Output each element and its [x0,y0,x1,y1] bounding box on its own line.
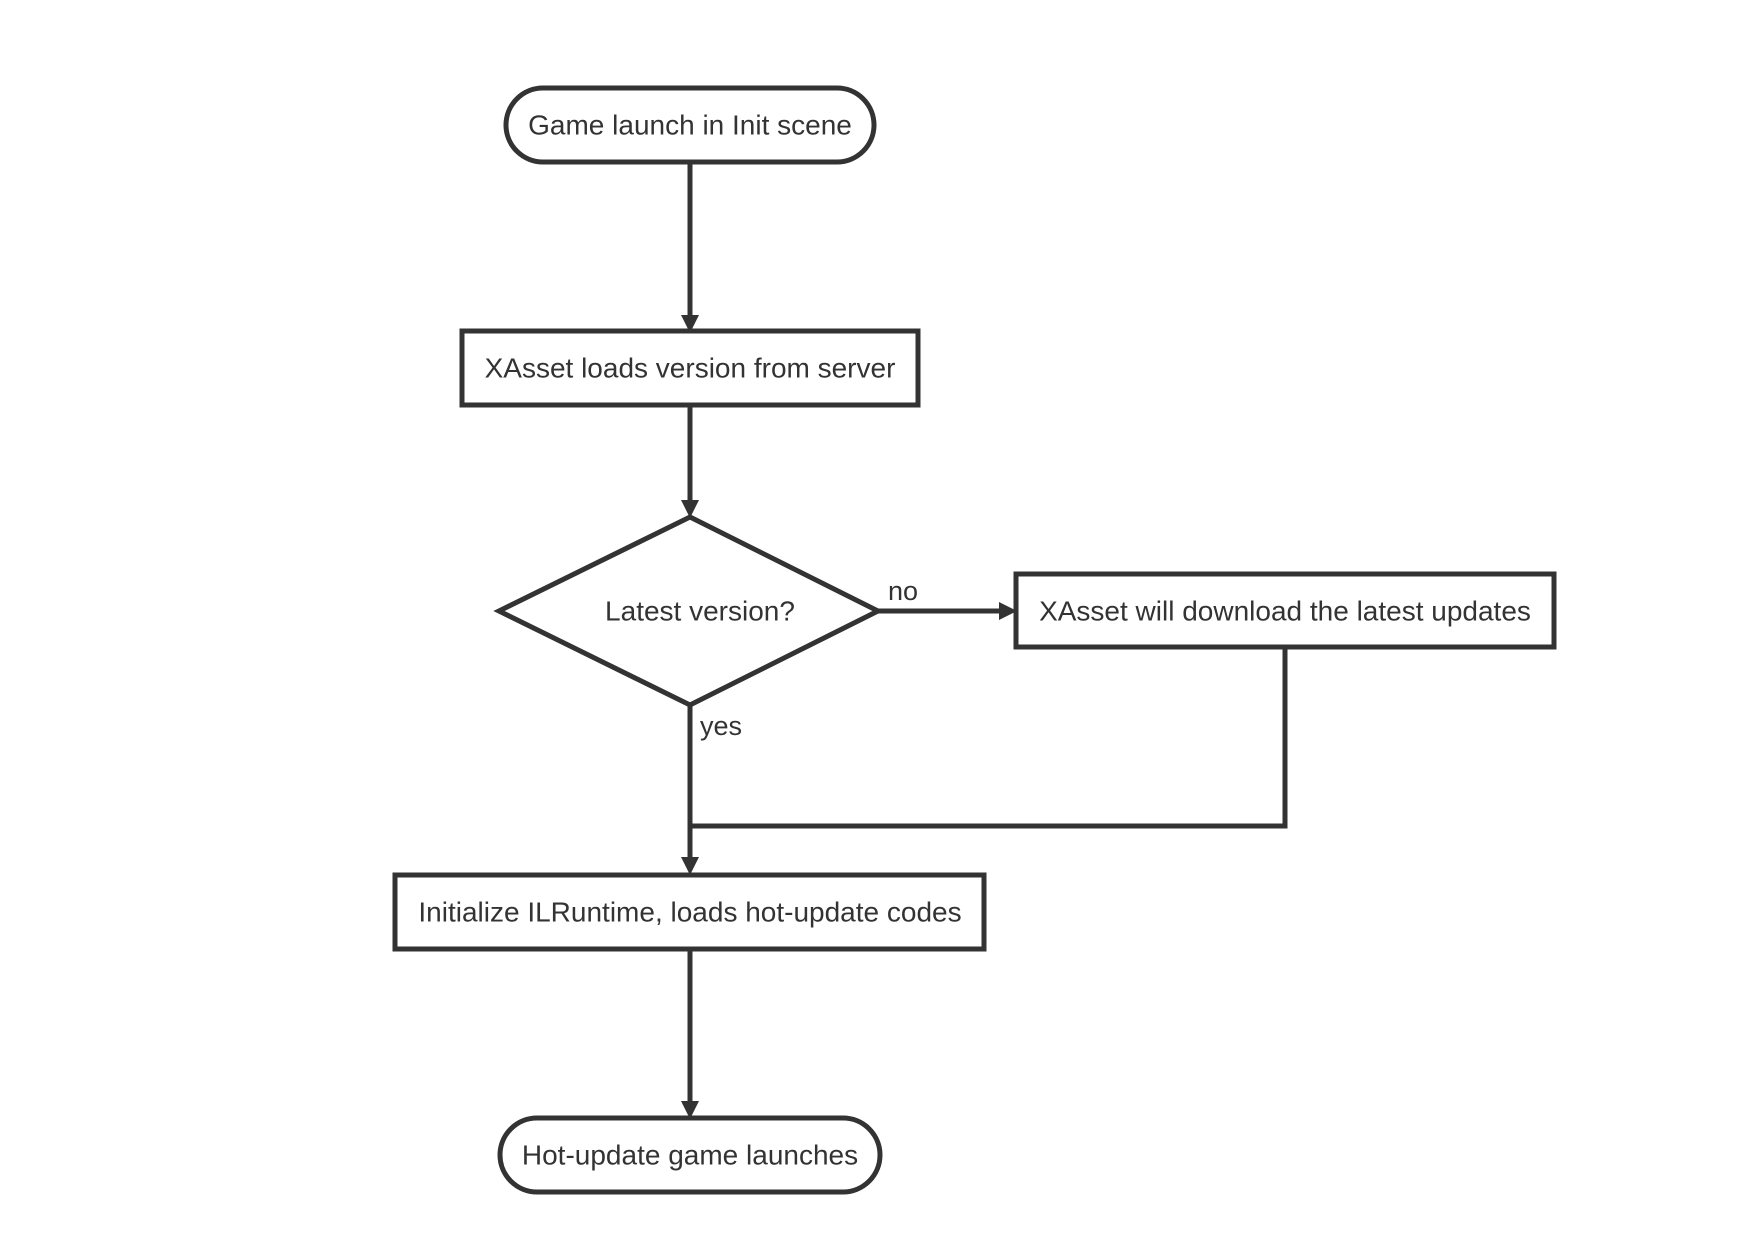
edge-download-to-init [688,647,1288,829]
node-decision: Latest version? [493,514,884,708]
process-shape [459,328,921,408]
edge-label-no: no [888,576,918,606]
terminator-shape [503,85,877,165]
arrowhead-load-version [681,315,699,333]
node-load-version: XAsset loads version from server [459,328,921,408]
node-init-ilruntime: Initialize ILRuntime, loads hot-update c… [392,872,987,952]
arrowhead-init [681,857,699,875]
node-label: XAsset will download the latest updates [1039,596,1531,627]
edge-label-yes: yes [700,711,742,741]
edge-labels: no yes [700,576,918,741]
process-shape [392,872,987,952]
node-start: Game launch in Init scene [503,85,877,165]
node-download: XAsset will download the latest updates [1013,571,1557,650]
arrowhead-end [681,1101,699,1119]
node-label: Game launch in Init scene [528,110,852,141]
edges [681,162,1288,1119]
process-shape [1013,571,1557,650]
node-end: Hot-update game launches [497,1115,883,1195]
node-label: Hot-update game launches [522,1140,858,1171]
node-label: Initialize ILRuntime, loads hot-update c… [418,897,961,928]
terminator-shape [497,1115,883,1195]
arrowhead-download [999,602,1017,620]
node-label: Latest version? [605,596,795,627]
node-label: XAsset loads version from server [485,353,896,384]
decision-shape [493,514,884,708]
nodes: Game launch in Init scene XAsset loads v… [392,85,1557,1195]
arrowhead-decision [681,500,699,518]
